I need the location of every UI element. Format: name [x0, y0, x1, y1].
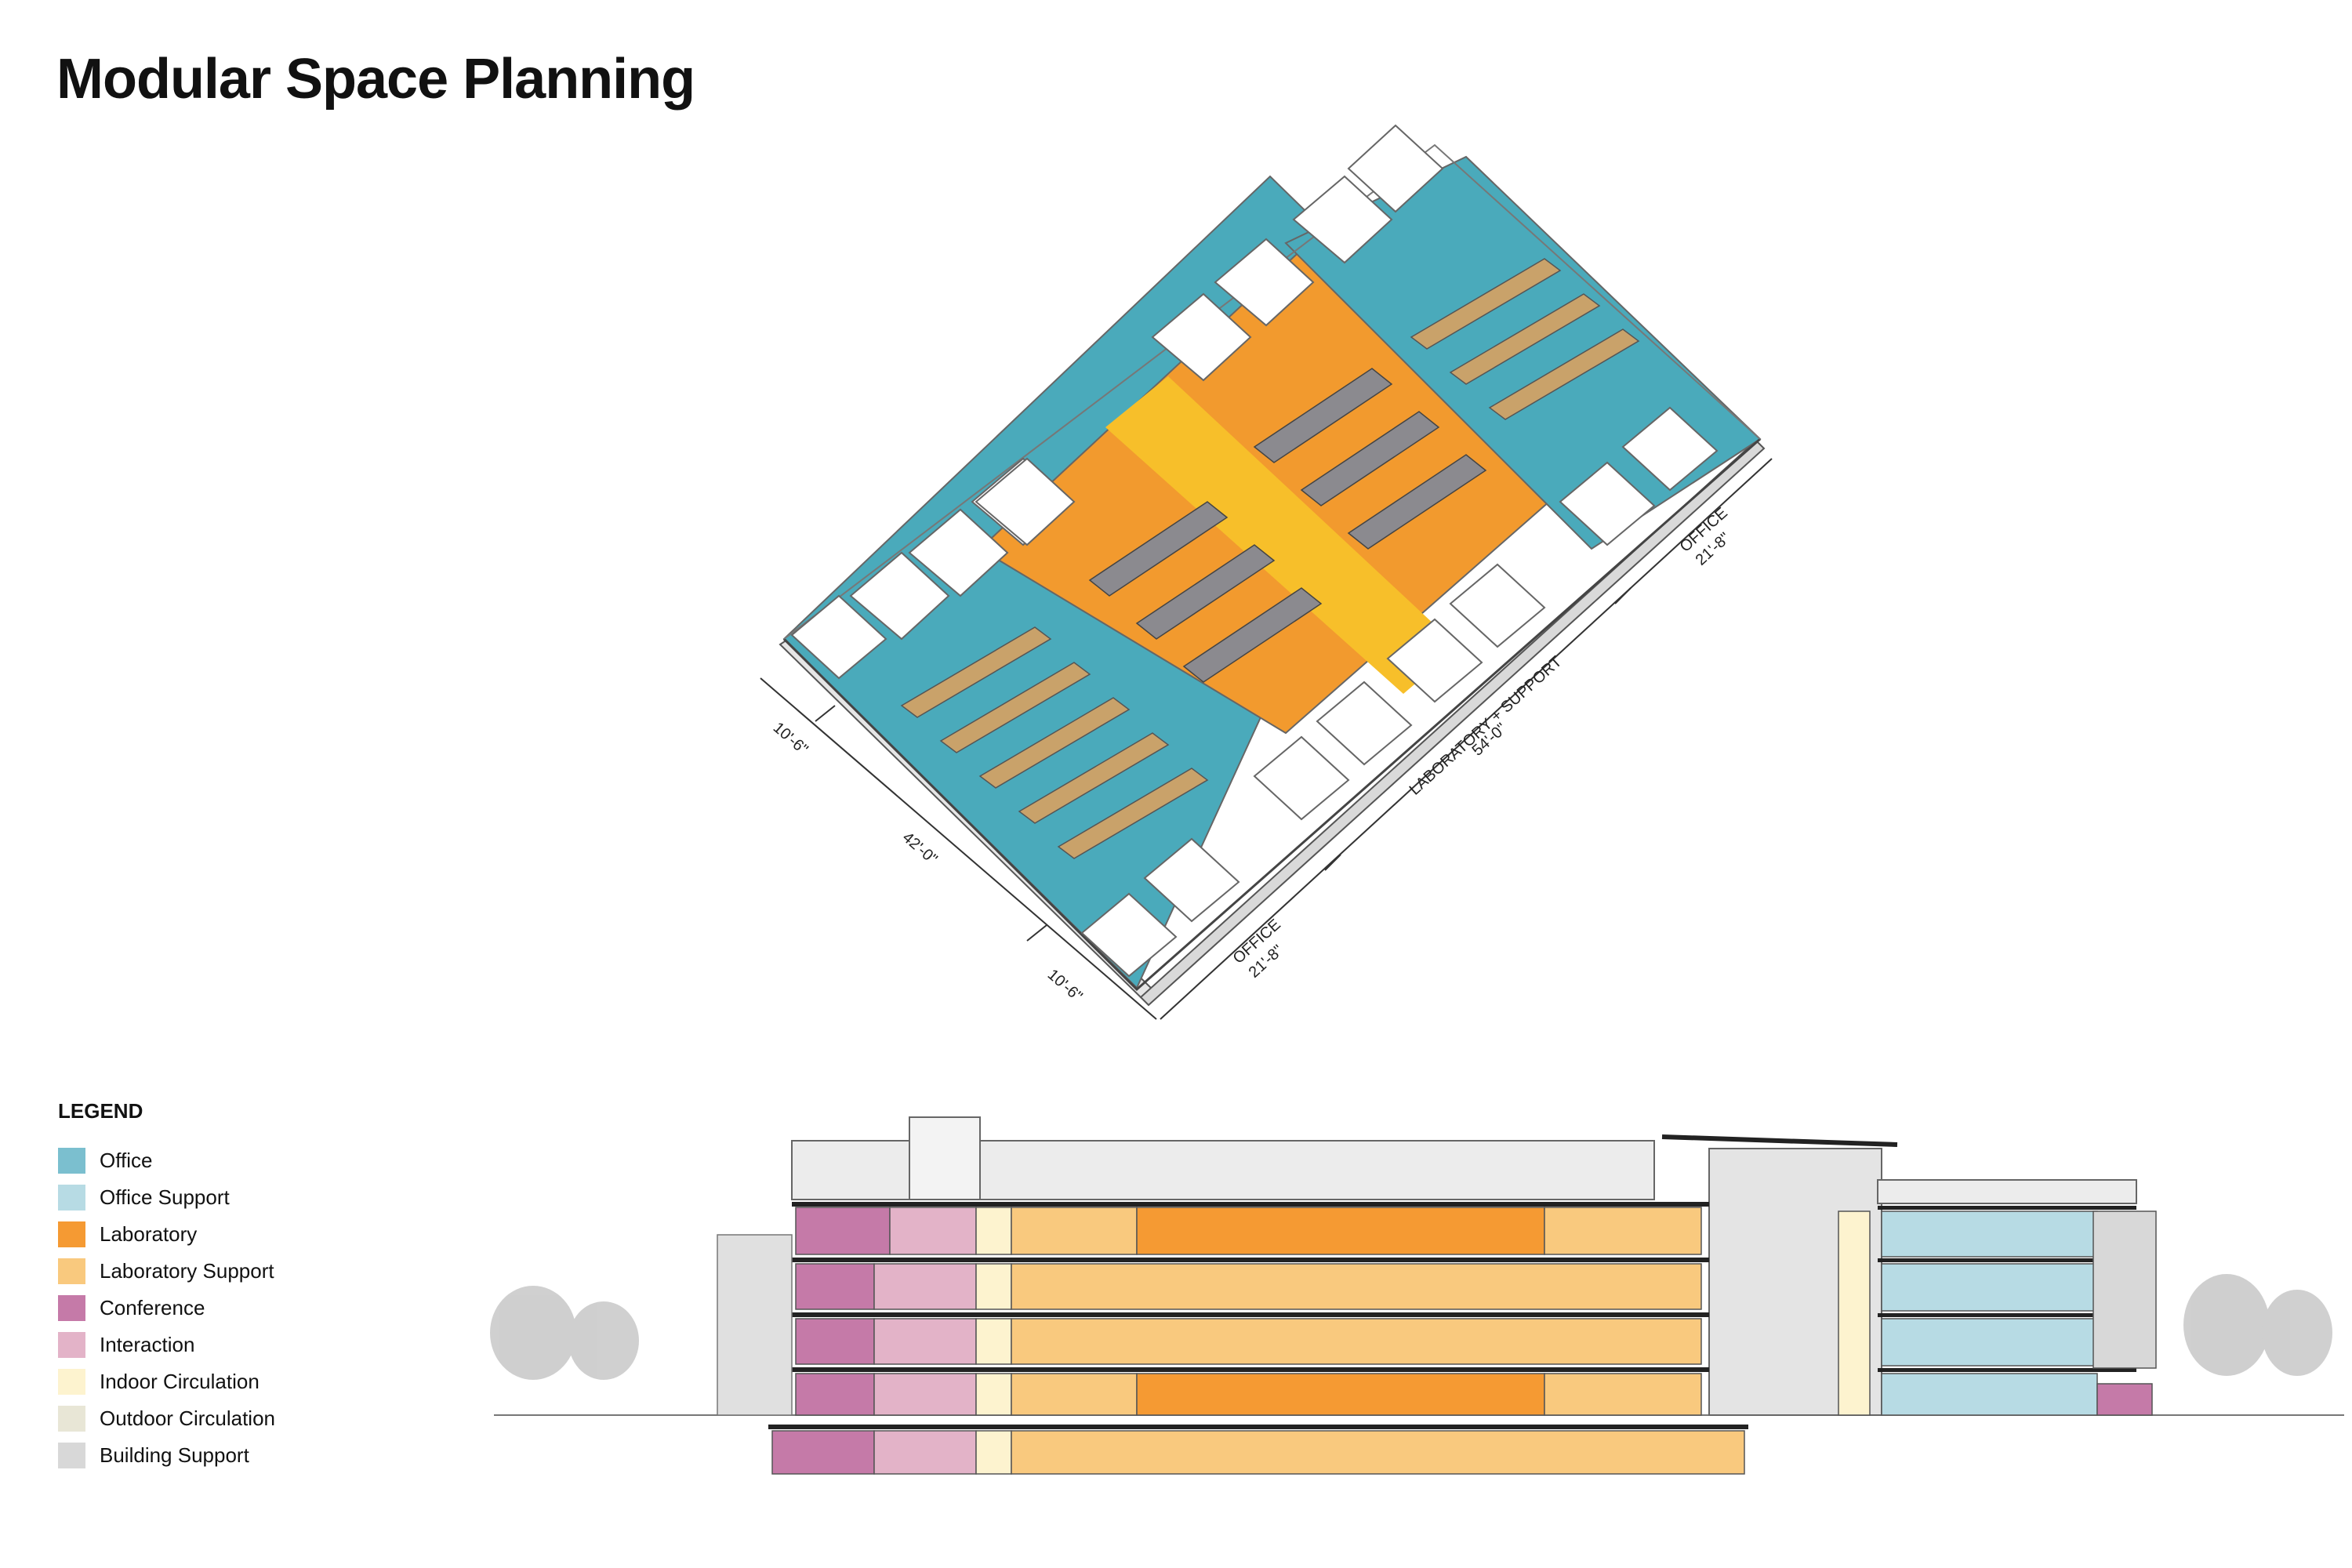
roof-stair-tower [909, 1116, 981, 1200]
legend-item-office: Office [58, 1142, 275, 1179]
left-facade [717, 1234, 793, 1416]
legend-swatch [58, 1221, 85, 1247]
legend-item-outdoor-circulation: Outdoor Circulation [58, 1400, 275, 1437]
isometric-floor-plan: 10'-6" 42'-0" 10'-6" OFFICE 21'-8" LABOR… [760, 124, 1773, 1020]
legend-swatch [58, 1148, 85, 1174]
trees [490, 1274, 2332, 1380]
legend-label: Office Support [100, 1185, 230, 1209]
perimeter-wall-back [783, 143, 1761, 640]
office-rooms-left [790, 124, 1719, 978]
legend-label: Indoor Circulation [100, 1370, 260, 1393]
legend-item-building-support: Building Support [58, 1437, 275, 1474]
atrium-roof [1661, 1134, 1898, 1147]
legend-title: LEGEND [58, 1099, 143, 1123]
legend-label: Conference [100, 1296, 205, 1319]
page-title: Modular Space Planning [56, 48, 695, 111]
lab-corridor [1105, 376, 1458, 694]
legend-items: Office Office Support Laboratory Laborat… [58, 1142, 275, 1474]
legend: LEGEND Office Office Support Laboratory … [58, 1099, 275, 1474]
legend-label: Laboratory [100, 1222, 198, 1246]
dimension-lines [760, 458, 1773, 1020]
legend-swatch [58, 1295, 85, 1321]
floor-slab-edge-right [1139, 439, 1766, 1007]
right-wing-floors [1838, 1210, 2157, 1416]
legend-item-office-support: Office Support [58, 1179, 275, 1216]
legend-label: Laboratory Support [100, 1259, 274, 1283]
legend-swatch [58, 1406, 85, 1432]
legend-label: Interaction [100, 1333, 195, 1356]
legend-item-interaction: Interaction [58, 1327, 275, 1363]
lab-benches [1088, 368, 1487, 683]
perimeter-wall-front [782, 437, 1761, 992]
floor-slabs [768, 1202, 2136, 1429]
legend-label: Outdoor Circulation [100, 1406, 275, 1430]
legend-label: Building Support [100, 1443, 249, 1467]
legend-item-laboratory-support: Laboratory Support [58, 1253, 275, 1290]
legend-swatch [58, 1185, 85, 1210]
workstations [900, 258, 1640, 859]
legend-swatch [58, 1443, 85, 1468]
legend-item-conference: Conference [58, 1290, 275, 1327]
legend-swatch [58, 1332, 85, 1358]
legend-swatch [58, 1369, 85, 1395]
legend-item-indoor-circulation: Indoor Circulation [58, 1363, 275, 1400]
legend-item-laboratory: Laboratory [58, 1216, 275, 1253]
left-wing-floors [771, 1207, 1745, 1475]
legend-label: Office [100, 1149, 153, 1172]
legend-swatch [58, 1258, 85, 1284]
right-wing-roof [1877, 1179, 2137, 1204]
